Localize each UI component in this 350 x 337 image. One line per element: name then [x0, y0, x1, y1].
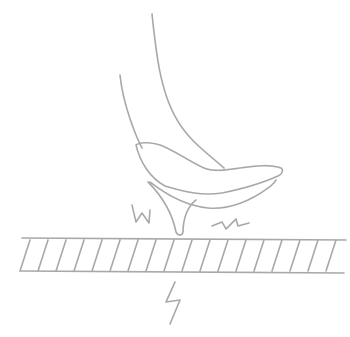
high-heel-shoe-icon — [136, 143, 282, 235]
lightning-bolt-icon — [166, 282, 180, 324]
hatched-floor-icon — [20, 238, 346, 273]
lightning-bolt-icon — [212, 219, 249, 229]
lightning-bolt-icon — [132, 205, 150, 223]
